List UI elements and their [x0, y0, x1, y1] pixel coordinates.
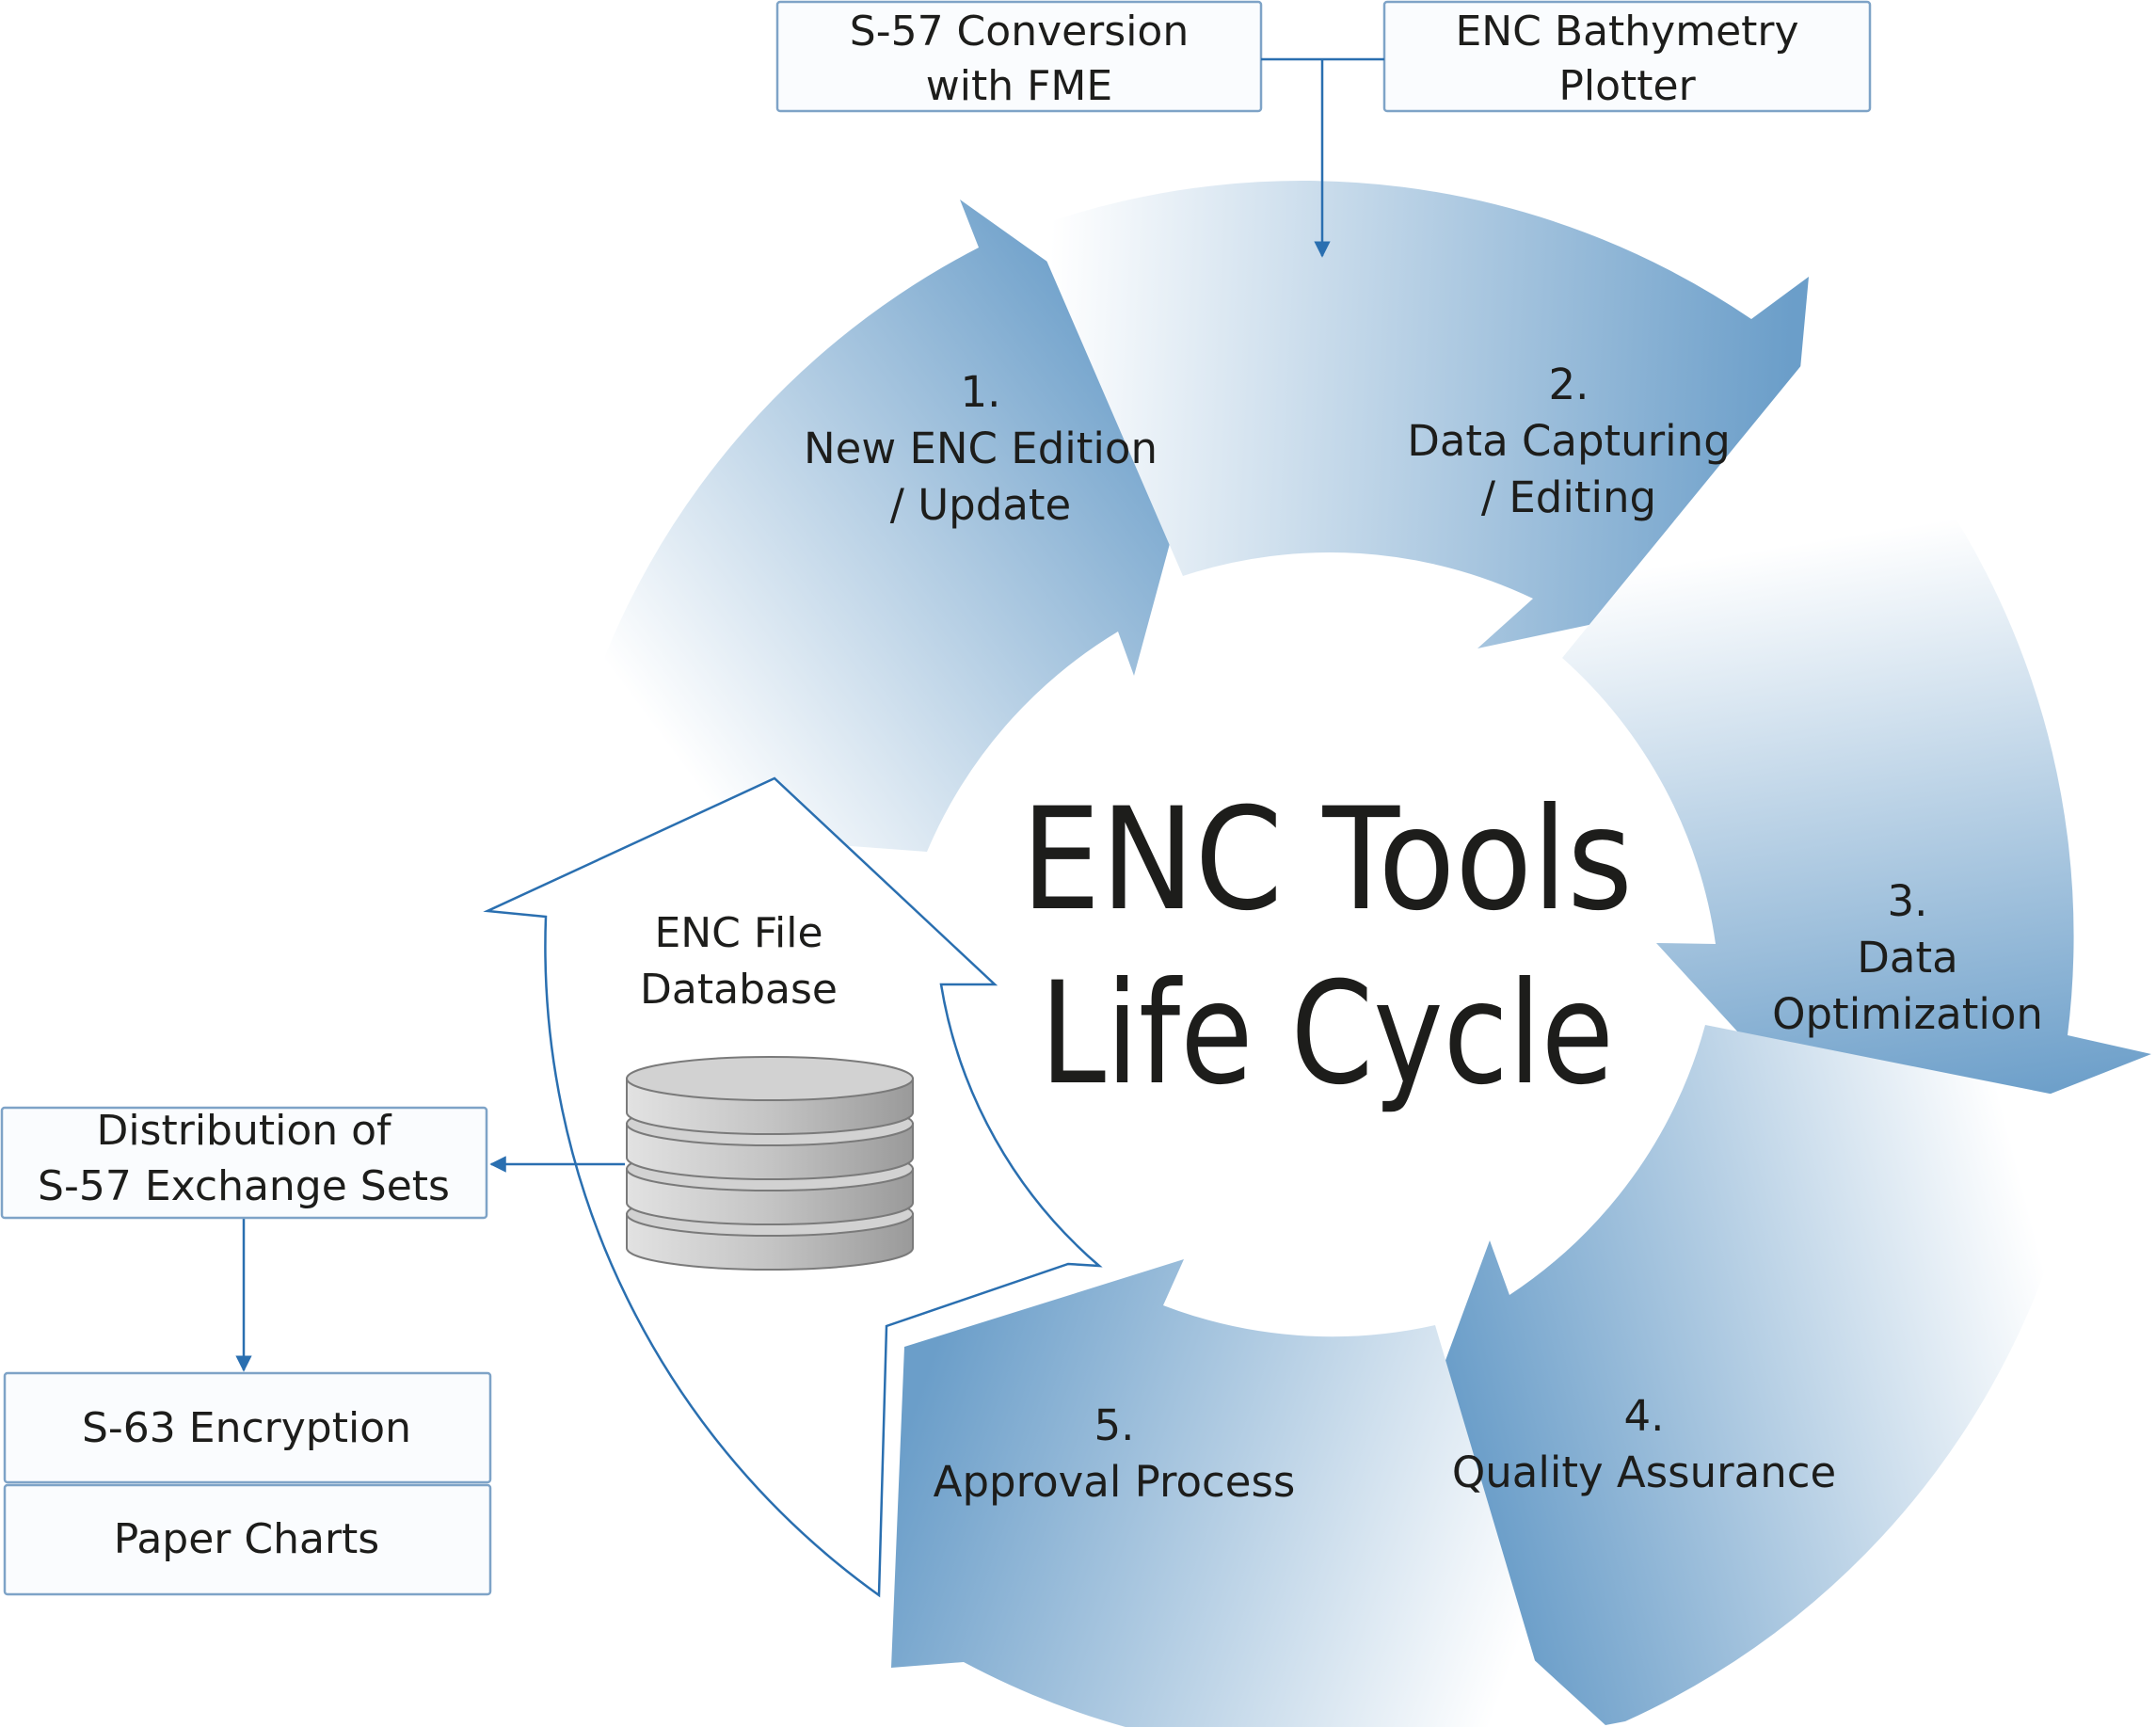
database-label-line2: Database	[640, 966, 838, 1014]
database-label: ENC File Database	[640, 909, 838, 1014]
input-box-plotter-line1: ENC Bathymetry	[1455, 8, 1798, 56]
database-disk-1	[626, 1056, 914, 1135]
input-connector	[1261, 57, 1384, 258]
step-5-number: 5.	[1094, 1400, 1135, 1450]
step-2-line2: / Editing	[1481, 472, 1656, 522]
input-box-fme-line1: S-57 Conversion	[850, 8, 1189, 56]
step-label-5: 5. Approval Process	[934, 1400, 1296, 1507]
output-connector	[235, 1156, 625, 1372]
center-title: ENC Tools Life Cycle	[1021, 778, 1633, 1116]
output-distribution-line1: Distribution of	[96, 1107, 392, 1155]
step-3-line1: Data	[1857, 933, 1957, 983]
output-paper-label: Paper Charts	[114, 1515, 379, 1563]
step-1-number: 1.	[961, 367, 1001, 417]
step-3-line2: Optimization	[1772, 989, 2043, 1039]
step-1-line1: New ENC Edition	[804, 424, 1158, 473]
cycle-arrow-2	[1032, 181, 1809, 648]
step-1-line2: / Update	[890, 480, 1071, 530]
input-box-fme-line2: with FME	[926, 62, 1112, 110]
database-icon	[626, 1056, 914, 1271]
center-title-line1: ENC Tools	[1021, 778, 1633, 942]
step-label-4: 4. Quality Assurance	[1452, 1391, 1836, 1497]
input-box-bathymetry-plotter: ENC Bathymetry Plotter	[1382, 0, 1872, 113]
step-label-1: 1. New ENC Edition / Update	[804, 367, 1158, 530]
output-box-encryption: S-63 Encryption	[3, 1371, 492, 1484]
input-box-fme-conversion: S-57 Conversion with FME	[775, 0, 1263, 113]
cycle-arrow-3	[1562, 348, 2151, 1168]
step-label-2: 2. Data Capturing / Editing	[1407, 360, 1731, 522]
input-box-plotter-line2: Plotter	[1558, 62, 1696, 110]
output-encryption-label: S-63 Encryption	[82, 1404, 411, 1452]
output-box-distribution: Distribution of S-57 Exchange Sets	[0, 1106, 488, 1220]
step-2-number: 2.	[1549, 360, 1589, 409]
step-label-3: 3. Data Optimization	[1772, 876, 2043, 1039]
cycle-arrow-1	[557, 200, 1214, 852]
cycle-arrow-4	[1385, 1025, 2087, 1725]
output-box-paper-charts: Paper Charts	[3, 1483, 492, 1596]
step-2-line1: Data Capturing	[1407, 416, 1731, 466]
cycle-arrow-5	[891, 1259, 1555, 1727]
step-5-line1: Approval Process	[934, 1457, 1296, 1507]
step-4-line1: Quality Assurance	[1452, 1447, 1836, 1497]
step-3-number: 3.	[1888, 876, 1928, 926]
center-title-line2: Life Cycle	[1040, 952, 1614, 1116]
database-label-line1: ENC File	[654, 909, 822, 957]
step-4-number: 4.	[1624, 1391, 1665, 1441]
output-distribution-line2: S-57 Exchange Sets	[38, 1162, 450, 1210]
